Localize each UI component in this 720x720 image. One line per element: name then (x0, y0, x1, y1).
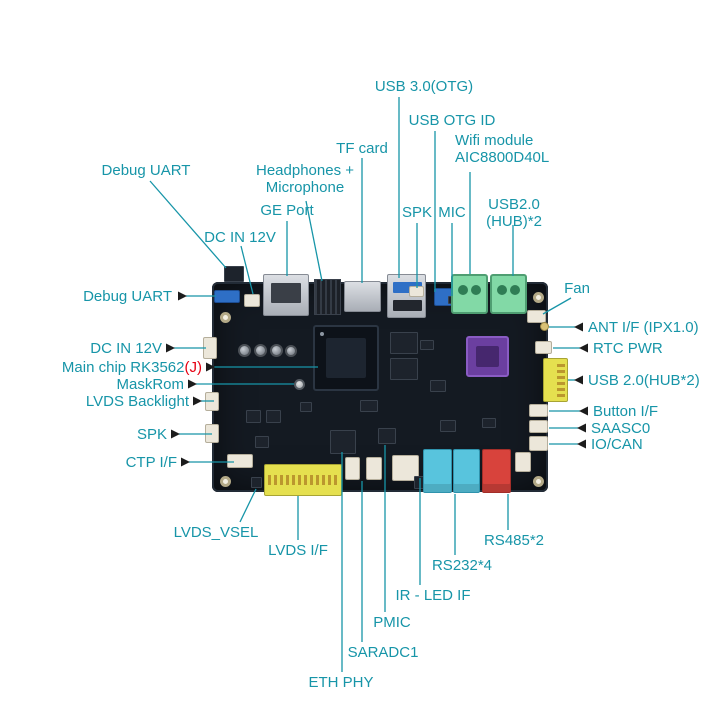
mounting-hole (220, 476, 231, 487)
label-usb2-hub-top: USB2.0 (HUB)*2 (486, 196, 542, 230)
rs232-connector-1 (423, 449, 452, 493)
label-headphones-line1: Headphones + (256, 162, 354, 179)
label-saradc1: SARADC1 (347, 644, 419, 661)
mounting-hole (533, 292, 544, 303)
label-main-chip-text: Main chip RK3562 (61, 359, 185, 376)
fan-connector (527, 310, 546, 323)
tf-card-slot (344, 281, 381, 312)
smd-component (360, 400, 378, 412)
label-wifi-line1: Wifi module (455, 132, 534, 149)
usb-hub-header (543, 358, 568, 402)
ge-port-connector (263, 274, 309, 316)
lvds-backlight-connector (205, 392, 219, 411)
label-usb2-hub-right: USB 2.0(HUB*2) (588, 372, 700, 389)
green-terminal-2 (490, 274, 527, 314)
rs485-connector (482, 449, 511, 493)
label-ge-port: GE Port (260, 202, 314, 219)
lvds-vsel-jumper (251, 477, 262, 488)
label-eth-phy: ETH PHY (308, 674, 374, 691)
label-ir-led-if: IR - LED IF (395, 587, 471, 604)
label-headphones-line2: Microphone (265, 179, 345, 196)
rs232-connector-2 (453, 449, 480, 493)
debug-uart-header-top (224, 266, 244, 282)
bottom-connector-a (345, 457, 360, 480)
dc-jack (203, 337, 217, 359)
label-main-chip: Main chip RK3562(J) (62, 359, 202, 376)
usb3-tongue (393, 282, 422, 293)
label-spk-top: SPK (401, 204, 433, 221)
eth-phy-chip (330, 430, 356, 454)
saasc0-connector (529, 420, 548, 433)
smd-component (482, 418, 496, 428)
label-rs232: RS232*4 (431, 557, 493, 574)
label-rtc-pwr: RTC PWR (593, 340, 663, 357)
label-lvds-vsel: LVDS_VSEL (173, 524, 259, 541)
label-headphones-mic: Headphones + Microphone (256, 162, 354, 196)
label-wifi-line2: AIC8800D40L (455, 149, 550, 166)
label-lvds-if: LVDS I/F (268, 542, 328, 559)
main-chip (313, 325, 379, 391)
label-debug-uart-top: Debug UART (101, 162, 191, 179)
label-lvds-backlight: LVDS Backlight (85, 393, 189, 410)
debug-uart-connector (214, 290, 240, 303)
antenna-connector (540, 322, 549, 331)
ram-chip-1 (390, 332, 418, 354)
label-tf-card: TF card (336, 140, 388, 157)
usb2-slot (393, 300, 422, 311)
capacitor (285, 345, 297, 357)
ctp-connector (227, 454, 253, 468)
maskrom-button (294, 379, 305, 390)
smd-component (430, 380, 446, 392)
inductor (246, 410, 261, 423)
label-usb2-line2: (HUB)*2 (486, 213, 542, 230)
label-mic: MIC (438, 204, 466, 221)
label-maskrom: MaskRom (116, 376, 184, 393)
smd-component (255, 436, 269, 448)
label-spk-left: SPK (136, 426, 167, 443)
io-can-connector (529, 436, 548, 451)
inductor (266, 410, 281, 423)
label-usb3-otg: USB 3.0(OTG) (374, 78, 474, 95)
label-ant-if: ANT I/F (IPX1.0) (588, 319, 699, 336)
smd-component (440, 420, 456, 432)
label-usb2-line1: USB2.0 (488, 196, 540, 213)
label-debug-uart-left: Debug UART (83, 288, 172, 305)
green-terminal-1 (451, 274, 488, 314)
label-pmic: PMIC (373, 614, 411, 631)
label-usb-otg-id: USB OTG ID (408, 112, 496, 129)
capacitor (254, 344, 267, 357)
wifi-chip (466, 336, 509, 377)
label-ctp-if: CTP I/F (125, 454, 177, 471)
label-dc-in-left: DC IN 12V (90, 340, 162, 357)
label-rs485: RS485*2 (483, 532, 545, 549)
smd-component (420, 340, 434, 350)
label-button-if: Button I/F (593, 403, 659, 420)
label-io-can: IO/CAN (591, 436, 643, 453)
pmic-chip (378, 428, 396, 444)
speaker-connector (205, 424, 219, 443)
button-if-connector (529, 404, 548, 417)
rtc-pwr-connector (535, 341, 552, 354)
bottom-connector-b (366, 457, 382, 480)
label-wifi-module: Wifi module AIC8800D40L (455, 132, 549, 166)
capacitor (270, 344, 283, 357)
ram-chip-2 (390, 358, 418, 380)
bottom-connector-d (515, 452, 531, 472)
mounting-hole (533, 476, 544, 487)
label-fan: Fan (564, 280, 590, 297)
bottom-connector-c (392, 455, 419, 481)
power-header (244, 294, 260, 307)
label-saasc0: SAASC0 (591, 420, 651, 437)
lvds-connector (264, 464, 342, 496)
label-main-chip-suffix: (J) (184, 359, 203, 376)
label-dc-in-top: DC IN 12V (204, 229, 276, 246)
capacitor (238, 344, 251, 357)
mounting-hole (220, 312, 231, 323)
speaker-pins (409, 286, 424, 297)
headphone-mic-header (314, 279, 341, 315)
smd-component (300, 402, 312, 412)
